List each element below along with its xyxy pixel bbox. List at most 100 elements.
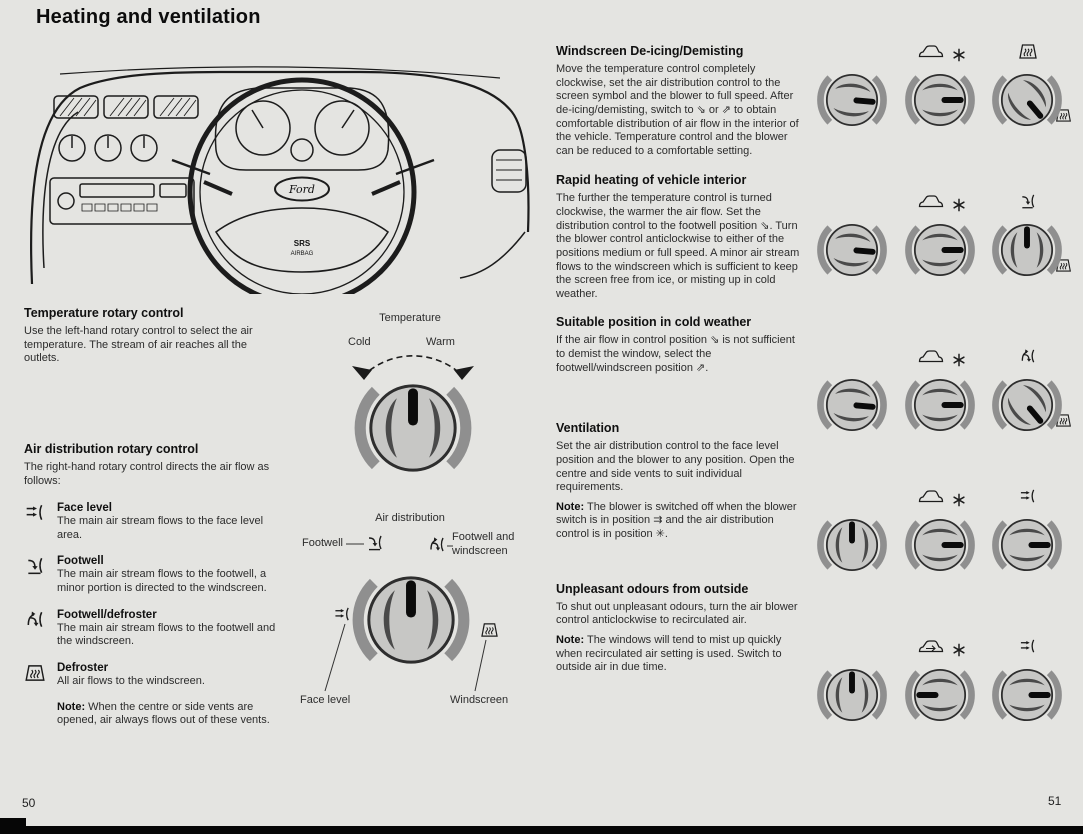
section-ventilation: Ventilation Set the air distribution con… <box>556 421 800 541</box>
mode-item-footwell-defroster: Footwell/defroster The main air stream f… <box>24 609 282 649</box>
temperature-knob <box>820 520 883 570</box>
air-distribution-body: The right-hand rotary control directs th… <box>24 460 270 487</box>
footwell-icon <box>368 535 382 551</box>
note-text: The windows will tend to mist up quickly… <box>556 633 782 674</box>
outside-air-icon <box>918 490 944 503</box>
air-distribution-knob <box>995 75 1058 129</box>
airbag-label: SRS AIRBAG <box>291 239 314 257</box>
air-distribution-heading: Air distribution rotary control <box>24 441 199 456</box>
air-distribution-dial-diagram <box>324 535 498 692</box>
knob-row-odours <box>806 639 1078 735</box>
cold-arrowhead <box>352 366 372 380</box>
fan-icon <box>953 493 965 507</box>
section-heading: Rapid heating of vehicle interior <box>556 173 747 188</box>
knob-row-ventilation <box>806 489 1078 585</box>
footwell-windscreen-label: Footwell and windscreen <box>452 531 515 557</box>
temperature-knob <box>820 670 883 720</box>
note-label: Note: <box>556 633 585 646</box>
note-text: When the centre or side vents are opened… <box>57 700 270 727</box>
dashboard-illustration: Ford SRS AIRBAG <box>29 66 530 294</box>
vents-note: Note: When the centre or side vents are … <box>24 701 282 728</box>
mode-term: Footwell/defroster <box>57 608 157 621</box>
instrument-cluster <box>214 87 390 171</box>
mode-term: Defroster <box>57 661 109 674</box>
section-body: If the air flow in control position ⇘ is… <box>556 334 795 374</box>
mode-desc: All air flows to the windscreen. <box>57 674 205 687</box>
temperature-control-heading: Temperature rotary control <box>24 306 184 320</box>
section-heading: Suitable position in cold weather <box>556 315 752 330</box>
blower-knob <box>908 225 971 275</box>
airbag-label-line1: SRS <box>294 239 311 248</box>
note-text: The blower is switched off when the blow… <box>556 500 797 540</box>
left-page-number: 50 <box>22 796 36 810</box>
section-rapid-heating: Rapid heating of vehicle interior The fu… <box>556 173 800 301</box>
temperature-knob <box>820 380 883 430</box>
cold-label: Cold <box>348 336 371 348</box>
footwell-windscreen-icon <box>430 536 444 552</box>
dashboard-vents <box>53 95 527 193</box>
warm-arrowhead <box>454 366 474 380</box>
mode-desc: The main air stream flows to the footwel… <box>57 568 267 594</box>
dashboard-outline <box>29 70 530 285</box>
fan-icon <box>953 198 965 212</box>
temperature-control-body: Use the left-hand rotary control to sele… <box>24 325 253 365</box>
blower-knob <box>908 75 971 125</box>
air-distribution-knob <box>995 380 1058 434</box>
right-column: Windscreen De-icing/Demisting Move the t… <box>556 44 800 679</box>
face-level-icon <box>25 504 43 521</box>
section-body: The further the temperature control is t… <box>556 192 800 300</box>
page-title: Heating and ventilation <box>36 6 261 28</box>
temperature-diagram-title: Temperature <box>379 312 441 324</box>
left-column: Temperature rotary control Use the left-… <box>24 306 282 728</box>
knob-row-de-icing <box>806 44 1071 129</box>
dashboard-heater-knobs <box>58 134 158 162</box>
airbag-label-line2: AIRBAG <box>291 251 314 257</box>
distribution-position-icon <box>1019 44 1037 59</box>
scan-bottom-edge <box>0 826 1083 834</box>
footwell-defroster-icon <box>27 610 43 628</box>
mode-item-defroster: Defroster All air flows to the windscree… <box>24 662 282 689</box>
air-distribution-knob <box>995 225 1058 275</box>
section-body: Move the temperature control completely … <box>556 63 799 157</box>
temperature-knob <box>820 225 883 275</box>
windscreen-icon <box>481 623 498 637</box>
blower-knob <box>908 670 971 720</box>
temperature-range-arc <box>361 355 465 378</box>
section-de-icing: Windscreen De-icing/Demisting Move the t… <box>556 44 800 158</box>
windscreen-label: Windscreen <box>450 694 509 706</box>
footwell-icon <box>27 557 43 575</box>
distribution-position-icon <box>1021 194 1035 209</box>
distribution-position-icon <box>1020 489 1035 503</box>
mode-list: Face level The main air stream flows to … <box>24 502 282 688</box>
note-label: Note: <box>556 500 585 513</box>
mode-item-face-level: Face level The main air stream flows to … <box>24 502 282 542</box>
knob-row-cold-weather <box>806 348 1071 434</box>
note-label: Note: <box>57 700 86 713</box>
outside-air-icon <box>918 195 944 208</box>
air-distribution-knob <box>995 670 1058 720</box>
air-distribution-diagram-title: Air distribution <box>375 512 445 524</box>
temperature-dial-diagram <box>352 355 474 493</box>
temperature-knob <box>820 75 883 125</box>
ford-logo: Ford <box>274 176 330 202</box>
outside-air-icon <box>918 350 944 363</box>
section-heading: Ventilation <box>556 421 620 436</box>
outside-air-icon <box>918 45 944 58</box>
fan-icon <box>953 48 965 62</box>
mode-desc: The main air stream flows to the footwel… <box>57 621 276 648</box>
dashboard-radio <box>49 177 195 225</box>
section-heading: Windscreen De-icing/Demisting <box>556 44 744 58</box>
distribution-position-icon <box>1020 639 1035 653</box>
mode-term: Footwell <box>57 555 104 568</box>
column-stalks <box>171 158 435 176</box>
steering-wheel <box>187 77 417 294</box>
face-level-icon <box>334 607 349 621</box>
fan-icon <box>953 353 965 367</box>
face-level-label: Face level <box>300 694 351 706</box>
ford-logo-text: Ford <box>288 183 315 196</box>
air-distribution-knob <box>995 520 1058 570</box>
blower-knob <box>908 380 971 430</box>
leader-lines <box>324 543 487 692</box>
warm-label: Warm <box>426 336 455 348</box>
blower-knob <box>908 520 971 570</box>
